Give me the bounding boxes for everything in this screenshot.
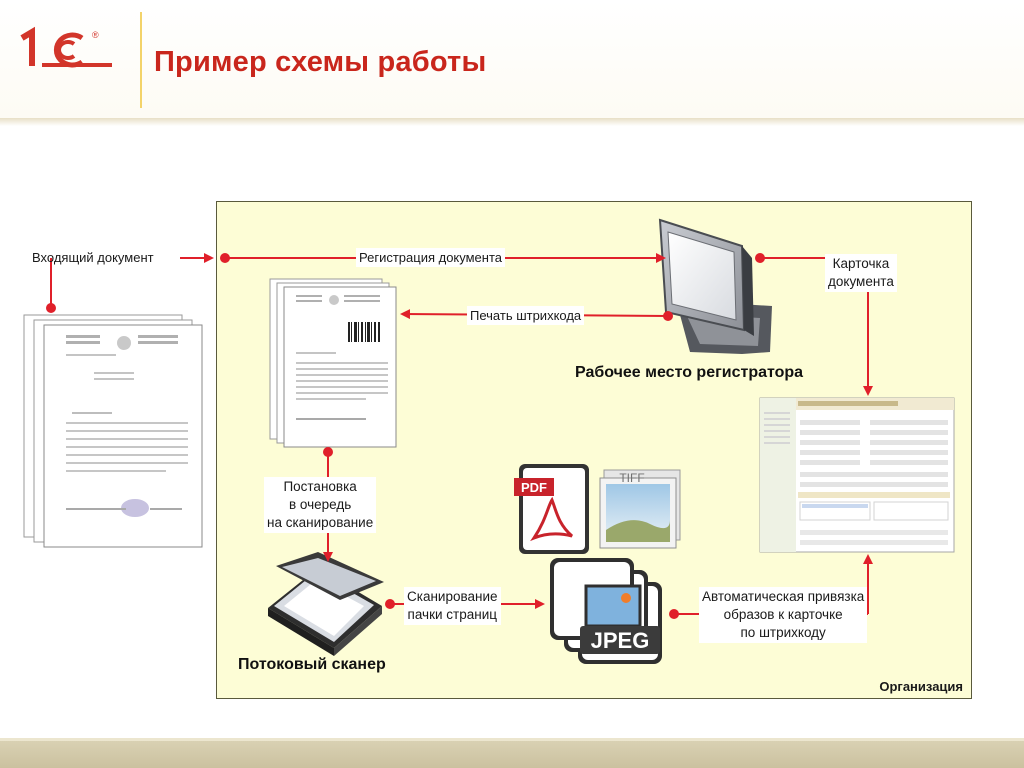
page-title: Пример схемы работы: [154, 46, 487, 78]
jpeg-label: JPEG: [591, 628, 650, 653]
scan-pack-label: Сканирование пачки страниц: [404, 587, 501, 625]
document-card-screenshot: [759, 397, 955, 553]
workstation-label: Рабочее место регистратора: [575, 364, 804, 381]
barcoded-document-stack-icon: [269, 278, 397, 448]
tiff-label: TIFF: [619, 471, 644, 485]
jpeg-image-stack-icon: JPEG: [550, 558, 662, 664]
scan-queue-label-line3: на сканирование: [267, 515, 374, 530]
incoming-document-stack-icon: [23, 314, 203, 548]
tiff-image-icon: TIFF: [599, 469, 681, 549]
scanner-icon: [268, 552, 384, 656]
document-card-label-line2: документа: [828, 274, 894, 289]
scan-pack-label-line2: пачки страниц: [407, 607, 497, 622]
auto-link-label: Автоматическая привязка образов к карточ…: [699, 587, 868, 643]
footer-highlight: [0, 738, 1024, 741]
scan-queue-label-line1: Постановка: [283, 479, 357, 494]
auto-link-label-line3: по штрихкоду: [740, 625, 826, 640]
footer-band: [0, 741, 1024, 768]
scan-queue-label-line2: в очередь: [288, 497, 352, 512]
monitor-icon: [658, 218, 772, 354]
header-band: [0, 0, 1024, 118]
organization-label: Организация: [879, 679, 963, 694]
document-card-label-line1: Карточка: [832, 256, 890, 271]
print-barcode-label: Печать штрихкода: [467, 306, 585, 325]
auto-link-label-line1: Автоматическая привязка: [702, 589, 865, 604]
header-shadow: [0, 118, 1024, 126]
header-divider: [140, 12, 142, 108]
connector-incoming-up: [46, 258, 56, 313]
scan-queue-label: Постановка в очередь на сканирование: [264, 477, 377, 533]
register-document-label: Регистрация документа: [356, 248, 505, 267]
incoming-document-label: Входящий документ: [32, 250, 154, 265]
pdf-label: PDF: [521, 480, 547, 495]
logo-registered-mark: ®: [92, 30, 99, 40]
logo-1c: ®: [20, 26, 112, 68]
document-card-label: Карточка документа: [825, 254, 897, 292]
scan-pack-label-line1: Сканирование: [407, 589, 498, 604]
pdf-file-icon: PDF: [514, 464, 589, 554]
auto-link-label-line2: образов к карточке: [723, 607, 843, 622]
scanner-label: Потоковый сканер: [238, 656, 386, 673]
